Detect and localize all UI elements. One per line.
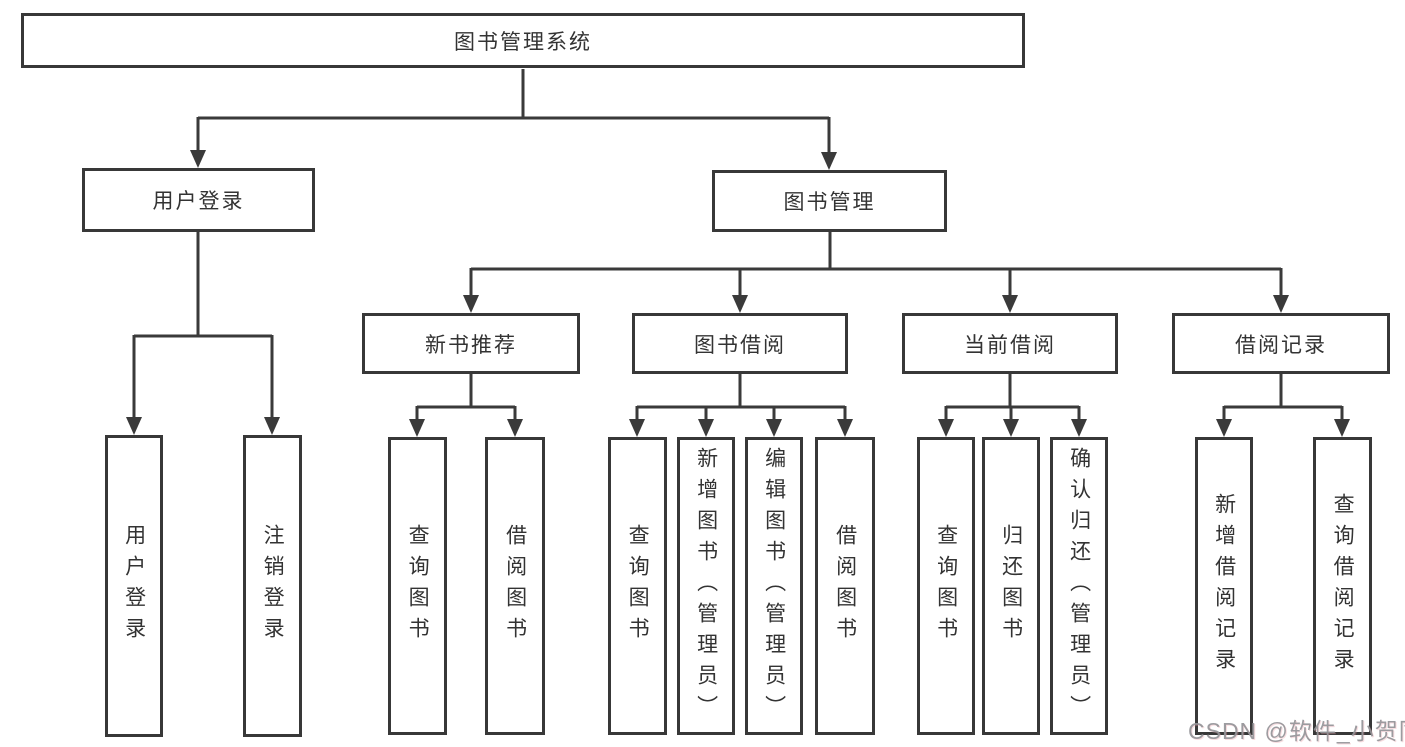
leaf-add-borrow-record: 新增借阅记录 — [1195, 437, 1253, 735]
node-book-borrowing: 图书借阅 — [632, 313, 848, 374]
node-user-login: 用户登录 — [82, 168, 315, 232]
leaf-query-borrow-record: 查询借阅记录 — [1313, 437, 1372, 735]
node-root: 图书管理系统 — [21, 13, 1025, 68]
node-new-book-recommend: 新书推荐 — [362, 313, 580, 374]
node-borrowing-records: 借阅记录 — [1172, 313, 1390, 374]
leaf-query-books-recommend: 查询图书 — [388, 437, 447, 735]
node-book-management: 图书管理 — [712, 170, 947, 232]
leaf-logout-login: 注销登录 — [243, 435, 302, 737]
leaf-edit-books-admin: 编辑图书（管理员） — [745, 437, 803, 735]
leaf-return-books: 归还图书 — [982, 437, 1040, 735]
csdn-watermark: CSDN @软件_小贺同学 — [1188, 718, 1405, 744]
leaf-confirm-return-admin: 确认归还（管理员） — [1050, 437, 1108, 735]
leaf-user-login: 用户登录 — [105, 435, 163, 737]
leaf-add-books-admin: 新增图书（管理员） — [677, 437, 735, 735]
leaf-borrow-books-borrowing: 借阅图书 — [815, 437, 875, 735]
leaf-borrow-books-recommend: 借阅图书 — [485, 437, 545, 735]
node-current-borrowing: 当前借阅 — [902, 313, 1118, 374]
leaf-query-books-current: 查询图书 — [917, 437, 975, 735]
leaf-query-books-borrowing: 查询图书 — [608, 437, 667, 735]
